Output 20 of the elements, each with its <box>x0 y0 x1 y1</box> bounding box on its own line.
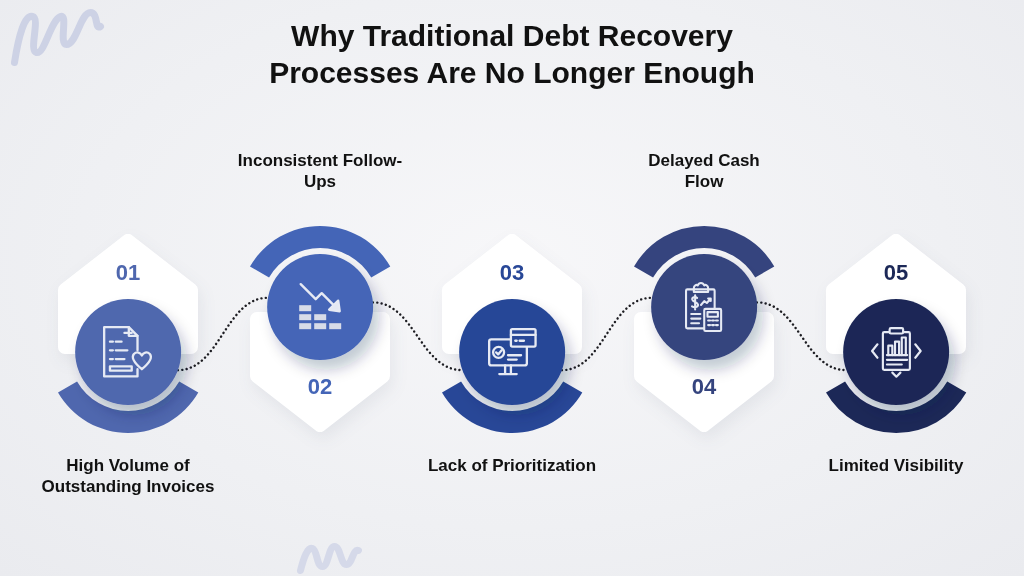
dotted-connector <box>176 296 269 372</box>
step-number: 02 <box>307 375 333 399</box>
title: Why Traditional Debt Recovery Processes Are No Longer Enough <box>268 18 756 91</box>
dotted-connector <box>560 296 653 372</box>
circle-badge <box>441 299 583 433</box>
circle-badge <box>57 299 199 433</box>
step-number: 03 <box>499 261 525 285</box>
step-number: 04 <box>691 375 717 399</box>
step-number: 05 <box>883 261 909 285</box>
step-label: Inconsistent Follow-Ups <box>236 150 404 192</box>
step-label: Limited Visibility <box>827 455 965 476</box>
circle-badge <box>633 226 775 360</box>
dotted-connector <box>755 301 848 372</box>
step-label: High Volume of Outstanding Invoices <box>40 455 216 497</box>
step-label: Delayed Cash Flow <box>647 150 761 192</box>
step-number: 01 <box>115 261 141 285</box>
circle-badge <box>249 226 391 360</box>
step-label: Lack of Prioritization <box>426 455 598 476</box>
dotted-connector <box>371 301 464 372</box>
circle-badge <box>825 299 967 433</box>
